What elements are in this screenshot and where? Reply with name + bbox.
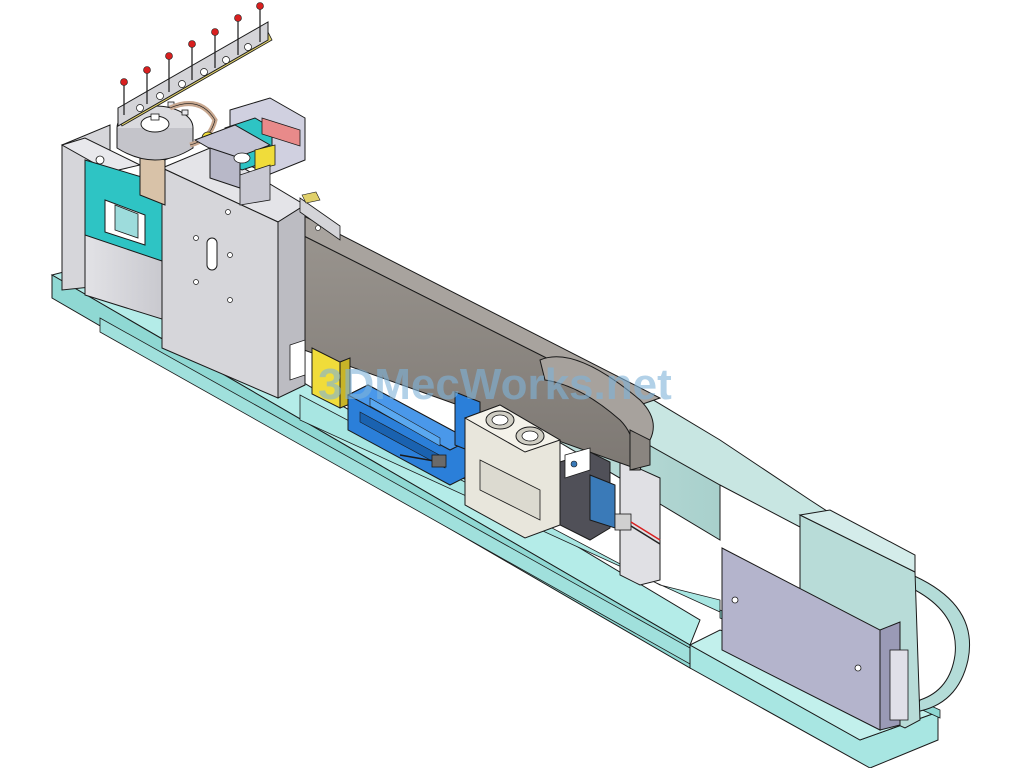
- guide-rail: [274, 213, 662, 471]
- feed-strip: [299, 191, 341, 241]
- left-housing: [60, 124, 166, 321]
- pin-strip: [117, 21, 273, 127]
- rear-guide-plate: [619, 459, 661, 586]
- solenoid-valve: [463, 404, 661, 545]
- indicator-pin-icon: [120, 2, 264, 115]
- right-support-plate: [721, 547, 909, 731]
- front-mount-plate: [160, 147, 306, 399]
- top-slider-block: [193, 97, 306, 206]
